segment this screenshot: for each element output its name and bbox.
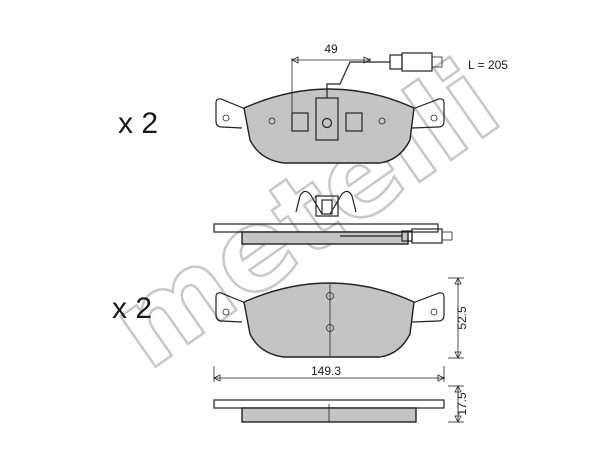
dim-sensor-offset-label: 49 [324,42,338,56]
top-pad-left-ear [215,98,249,129]
dim-height-label: 52.5 [455,306,469,330]
bottom-pad-right-ear [409,292,445,323]
dim-thickness-arrows [454,385,462,423]
bottom-pad-friction-surface [243,282,415,358]
bottom-pad-hole-lower [326,324,334,332]
bottom-pad-side-view [213,385,464,423]
top-side-connector-tip [441,231,453,241]
top-pad-sensor-wire [326,61,390,98]
top-pad-quantity: x 2 [118,107,158,140]
spring-clip-right-arm [329,190,357,215]
spring-clip-center [315,195,339,217]
spring-clip [295,190,357,217]
spring-clip-tab [321,199,333,215]
top-side-friction-layer [241,231,409,245]
top-pad-hole-left [268,117,276,125]
dim-height-arrows [454,277,462,359]
dim-width-label: 149.3 [311,364,341,378]
top-pad-right-ear-hole [430,114,438,122]
top-pad-rivet [321,117,333,129]
spring-clip-left-arm [295,190,323,215]
sensor-connector-body [389,54,403,70]
bottom-pad-front-view [213,277,464,382]
dim-width-arrows [213,374,445,382]
top-pad-sensor-block-right [345,112,363,132]
bottom-pad-hole-upper [326,292,334,300]
top-pad-sensor-block-left [291,112,309,132]
cable-length-label: L = 205 [468,58,508,72]
bottom-pad-left-ear-hole [222,308,230,316]
top-pad-right-ear [409,98,445,129]
top-pad-left-ear-hole [222,114,230,122]
dim-thickness-label: 17.5 [455,392,469,416]
bottom-pad-right-ear-hole [430,308,438,316]
dim-49-arrows [291,56,371,64]
sensor-connector-tip [431,56,443,68]
bottom-pad-left-ear [215,292,249,323]
top-pad-front-view [215,52,445,164]
top-pad-hole-right [378,117,386,125]
bottom-pad-quantity: x 2 [112,292,152,325]
top-pad-friction-surface [243,88,415,164]
top-pad-side-view [213,223,453,245]
